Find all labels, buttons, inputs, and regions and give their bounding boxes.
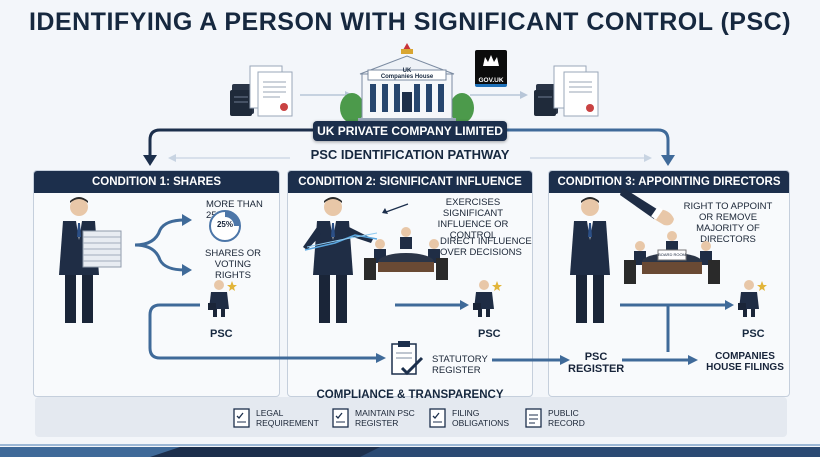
boardroom-meeting-icon xyxy=(364,227,448,280)
condition-2-note-1: EXERCISES SIGNIFICANT INFLUENCE OR CONTR… xyxy=(437,197,509,241)
page-title: IDENTIFYING A PERSON WITH SIGNIFICANT CO… xyxy=(28,8,792,36)
condition-1-note-2: SHARES OR VOTING RIGHTS xyxy=(205,248,261,281)
footer-stripe xyxy=(0,444,820,457)
compliance-item-legal: LEGAL REQUIREMENT xyxy=(232,405,319,431)
filing-document-icon xyxy=(429,408,446,428)
public-record-icon xyxy=(525,408,542,428)
compliance-item-label: MAINTAIN PSC REGISTER xyxy=(355,408,415,428)
condition-3-psc-label: PSC xyxy=(742,328,765,340)
psc-register-label: PSC REGISTER xyxy=(568,351,625,375)
shareholder-figure-icon xyxy=(59,197,122,323)
percentage-gauge xyxy=(209,210,241,242)
director-figure-icon xyxy=(570,197,610,323)
influence-arrow-icon xyxy=(382,203,409,214)
compliance-item-public: PUBLIC RECORD xyxy=(524,405,592,431)
condition-3-note-1: RIGHT TO APPOINT OR REMOVE MAJORITY OF D… xyxy=(683,201,773,245)
documents-right-icon xyxy=(534,65,599,117)
compliance-item-label: PUBLIC RECORD xyxy=(548,408,585,428)
pathway-label: PSC IDENTIFICATION PATHWAY xyxy=(310,147,510,162)
condition-2-psc-label: PSC xyxy=(478,328,501,340)
gauge-label: 25% xyxy=(216,220,233,229)
clipboard-check-icon xyxy=(391,341,424,376)
condition-1-psc-label: PSC xyxy=(210,328,233,340)
board-table-icon xyxy=(624,231,720,284)
companies-house-building-icon xyxy=(340,43,474,123)
compliance-item-filing: FILING OBLIGATIONS xyxy=(428,405,512,431)
statutory-register-label: STATUTORY REGISTER xyxy=(432,354,488,376)
building-sign-line2: Companies House xyxy=(380,74,434,80)
company-banner: UK PRIVATE COMPANY LIMITED xyxy=(313,121,507,141)
companies-house-filings-label: COMPANIES HOUSE FILINGS xyxy=(706,351,784,373)
condition-2-heading: CONDITION 2: SIGNIFICANT INFLUENCE xyxy=(288,171,532,193)
compliance-title: COMPLIANCE & TRANSPARENCY xyxy=(316,389,504,401)
psc-person-2-icon xyxy=(473,280,502,317)
compliance-box xyxy=(35,397,787,437)
building-sign: UK Companies House xyxy=(368,68,446,80)
influencer-figure-icon xyxy=(303,197,378,323)
govuk-logo: GOV.UK xyxy=(475,50,507,87)
psc-person-3-icon xyxy=(738,280,767,317)
psc-person-1-icon xyxy=(208,280,237,317)
condition-3-heading: CONDITION 3: APPOINTING DIRECTORS xyxy=(549,171,789,193)
compliance-item-label: LEGAL REQUIREMENT xyxy=(256,408,319,428)
condition-1-heading: CONDITION 1: SHARES xyxy=(34,171,279,193)
checklist-icon xyxy=(233,408,250,428)
register-book-icon xyxy=(332,408,349,428)
appointing-hand-icon xyxy=(620,187,674,226)
table-sign: BOARD ROOM xyxy=(658,252,686,257)
documents-left-icon xyxy=(230,65,293,117)
crown-icon xyxy=(483,55,499,66)
govuk-text: GOV.UK xyxy=(478,77,504,84)
compliance-item-maintain: MAINTAIN PSC REGISTER xyxy=(331,405,419,431)
building-sign-line1: UK xyxy=(402,68,412,74)
split-arrow-icon xyxy=(134,214,192,276)
compliance-item-label: FILING OBLIGATIONS xyxy=(452,408,509,428)
condition-2-note-2: DIRECT INFLUENCE OVER DECISIONS xyxy=(440,236,532,258)
